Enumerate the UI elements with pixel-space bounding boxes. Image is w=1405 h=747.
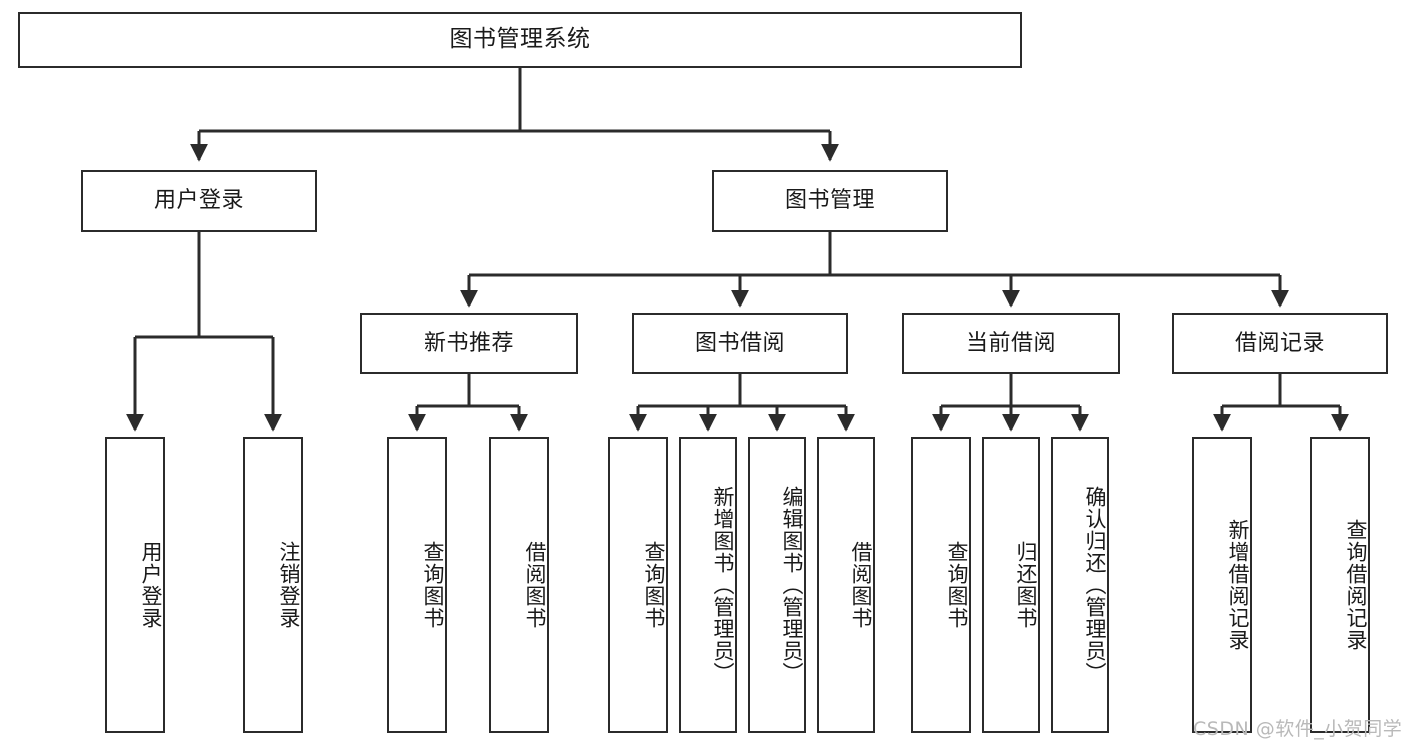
node-leaf-logout-label: 注销登录 [277,541,301,629]
node-leaf-borrow-book-1[interactable]: 借阅图书 [489,437,549,733]
node-leaf-add-book-label: 新增图书（管理员） [711,486,735,684]
node-leaf-confirm-return-label: 确认归还（管理员） [1083,486,1107,684]
node-leaf-edit-book[interactable]: 编辑图书（管理员） [748,437,806,733]
node-leaf-query-book-2[interactable]: 查询图书 [608,437,668,733]
node-book-manage[interactable]: 图书管理 [712,170,948,232]
node-leaf-query-record[interactable]: 查询借阅记录 [1310,437,1370,733]
node-leaf-query-book-3-label: 查询图书 [945,541,969,629]
node-borrow-record-label: 借阅记录 [1234,330,1325,356]
node-leaf-query-book-1-label: 查询图书 [421,541,445,629]
node-leaf-add-book[interactable]: 新增图书（管理员） [679,437,737,733]
node-leaf-return-book[interactable]: 归还图书 [982,437,1040,733]
node-leaf-user-login-label: 用户登录 [139,541,163,629]
node-leaf-logout[interactable]: 注销登录 [243,437,303,733]
node-leaf-edit-book-label: 编辑图书（管理员） [780,486,804,684]
node-root[interactable]: 图书管理系统 [18,12,1022,68]
node-book-borrow[interactable]: 图书借阅 [632,313,848,374]
node-leaf-query-book-1[interactable]: 查询图书 [387,437,447,733]
node-leaf-confirm-return[interactable]: 确认归还（管理员） [1051,437,1109,733]
node-leaf-return-book-label: 归还图书 [1014,541,1038,629]
node-book-manage-label: 图书管理 [784,188,875,214]
node-root-label: 图书管理系统 [449,26,591,53]
node-leaf-add-record[interactable]: 新增借阅记录 [1192,437,1252,733]
node-current-borrow[interactable]: 当前借阅 [902,313,1120,374]
node-new-book-recommend-label: 新书推荐 [423,330,514,356]
node-user-login-label: 用户登录 [153,188,244,214]
node-leaf-add-record-label: 新增借阅记录 [1226,519,1250,651]
node-leaf-user-login[interactable]: 用户登录 [105,437,165,733]
node-borrow-record[interactable]: 借阅记录 [1172,313,1388,374]
node-user-login[interactable]: 用户登录 [81,170,317,232]
node-new-book-recommend[interactable]: 新书推荐 [360,313,578,374]
node-current-borrow-label: 当前借阅 [965,330,1056,356]
node-leaf-borrow-book-2[interactable]: 借阅图书 [817,437,875,733]
node-leaf-query-book-2-label: 查询图书 [642,541,666,629]
node-leaf-query-record-label: 查询借阅记录 [1344,519,1368,651]
node-leaf-borrow-book-1-label: 借阅图书 [523,541,547,629]
node-book-borrow-label: 图书借阅 [694,330,785,356]
node-leaf-query-book-3[interactable]: 查询图书 [911,437,971,733]
node-leaf-borrow-book-2-label: 借阅图书 [849,541,873,629]
